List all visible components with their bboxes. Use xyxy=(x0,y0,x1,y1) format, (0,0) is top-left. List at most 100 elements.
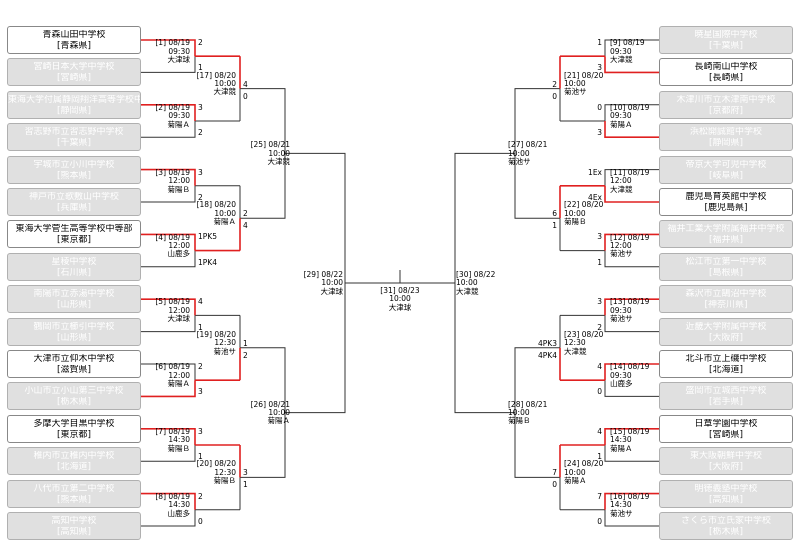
score: 0 xyxy=(597,387,602,397)
team-box[interactable]: 習志野市立習志野中学校[千葉県] xyxy=(7,123,141,152)
match-number: [9] 08/19 xyxy=(610,38,645,48)
match-time: 10:00 xyxy=(389,294,411,304)
team-box[interactable]: 小山市立小山第三中学校[栃木県] xyxy=(7,382,141,411)
score: 3 xyxy=(198,426,203,436)
score: 4 xyxy=(198,297,203,307)
team-box[interactable]: 多摩大学目黒中学校[東京都] xyxy=(7,414,141,443)
match-time: 10:00 xyxy=(564,467,586,477)
match-time: 09:30 xyxy=(610,111,632,121)
match-venue: 菊陽Ｂ xyxy=(167,184,191,194)
match-number: [19] 08/20 xyxy=(196,329,236,339)
match-time: 10:00 xyxy=(564,79,586,88)
match-venue: 菊陽Ｂ xyxy=(167,443,191,453)
team-name: 小山市立小山第三中学校 xyxy=(24,386,124,397)
team-box[interactable]: 神戸市立歌敷山中学校[兵庫県] xyxy=(7,188,141,216)
team-box[interactable]: 南陽市立赤湯中学校[山形県] xyxy=(7,285,141,314)
team-box[interactable]: 八代市立第二中学校[熊本県] xyxy=(7,479,141,508)
score: 4 xyxy=(597,426,602,436)
team-name: 大津市立仰木中学校 xyxy=(33,354,115,364)
match-time: 09:30 xyxy=(168,111,190,121)
team-prefecture: [京都府] xyxy=(708,105,744,116)
match-time: 09:30 xyxy=(168,46,190,56)
team-box[interactable]: 木津川市立木津南中学校[京都府] xyxy=(659,90,793,119)
match-time: 10:00 xyxy=(456,278,478,288)
team-box[interactable]: 福井工業大学附属福井中学校[福井県] xyxy=(659,220,793,249)
match-venue: 大津競 xyxy=(610,55,633,64)
score: 3 xyxy=(597,297,602,307)
score: 2 xyxy=(243,350,248,360)
team-name: 習志野市立習志野中学校 xyxy=(24,127,124,138)
team-box[interactable]: 北斗市立上磯中学校[北海道] xyxy=(659,350,793,378)
team-box[interactable]: 鶴岡市立櫛引中学校[山形県] xyxy=(7,317,141,346)
match-time: 12:00 xyxy=(168,305,190,315)
match-number: [20] 08/20 xyxy=(196,459,236,469)
team-box[interactable]: 東海大学付属静岡翔洋高等学校中等部[静岡県] xyxy=(7,90,141,119)
match-number: [6] 08/19 xyxy=(155,362,190,372)
team-name: 森沢市立鵠沼中学校 xyxy=(685,289,767,300)
team-prefecture: [石川県] xyxy=(56,267,92,278)
team-box[interactable]: 明徳義塾中学校[高知県] xyxy=(659,479,793,508)
team-name: 神戸市立歌敷山中学校 xyxy=(28,192,119,202)
team-box[interactable]: 日章学園中学校[宮崎県] xyxy=(659,414,793,443)
score: 7 xyxy=(552,468,557,478)
team-prefecture: [岐阜県] xyxy=(708,170,744,181)
match-number: [25] 08/21 xyxy=(250,140,290,150)
team-prefecture: [長崎県] xyxy=(708,73,744,84)
match-venue: 山鹿多 xyxy=(167,249,191,259)
team-box[interactable]: 暁星国際中学校[千葉県] xyxy=(659,26,793,54)
team-box[interactable]: 帝京大学可児中学校[岐阜県] xyxy=(659,155,793,184)
match-number: [31] 08/23 xyxy=(380,286,420,295)
team-prefecture: [高知県] xyxy=(708,494,744,505)
match-number: [12] 08/19 xyxy=(610,232,650,242)
team-name: 長崎南山中学校 xyxy=(694,62,758,73)
match-time: 10:00 xyxy=(321,278,343,288)
team-box[interactable]: 鹿児島育英館中学校[鹿児島県] xyxy=(659,188,793,216)
match-time: 14:30 xyxy=(610,500,632,510)
team-box[interactable]: 長崎南山中学校[長崎県] xyxy=(659,58,793,87)
team-box[interactable]: 稚内市立稚内中学校[北海道] xyxy=(7,447,141,476)
score: 3 xyxy=(597,128,602,138)
team-box[interactable]: 星稜中学校[石川県] xyxy=(7,252,141,281)
score: 4PK4 xyxy=(538,350,557,360)
team-box[interactable]: 盛岡市立城西中学校[岩手県] xyxy=(659,382,793,411)
match-number: [5] 08/19 xyxy=(155,297,190,307)
score: 1 xyxy=(243,338,248,348)
match-time: 12:00 xyxy=(610,241,632,250)
team-box[interactable]: 宮崎日本大学中学校[宮崎県] xyxy=(7,58,141,87)
match-venue: 菊池サ xyxy=(610,508,633,518)
match-number: [29] 08/22 xyxy=(303,270,343,279)
team-box[interactable]: 大津市立仰木中学校[滋賀県] xyxy=(7,350,141,378)
score: 1 xyxy=(597,452,602,462)
team-box[interactable]: 浜松開誠館中学校[静岡県] xyxy=(659,123,793,152)
team-box[interactable]: 青森山田中学校[青森県] xyxy=(7,26,141,54)
match-number: [10] 08/19 xyxy=(610,103,650,112)
team-box[interactable]: 松江市立第一中学校[島根県] xyxy=(659,252,793,281)
team-box[interactable]: 近畿大学附属中学校[大阪府] xyxy=(659,317,793,346)
match-number: [23] 08/20 xyxy=(564,329,604,339)
match-venue: 山鹿多 xyxy=(167,508,191,518)
team-box[interactable]: 東大阪朝鮮中学校[大阪府] xyxy=(659,447,793,476)
match-venue: 菊陽Ａ xyxy=(167,379,191,388)
team-name: 鶴岡市立櫛引中学校 xyxy=(33,321,115,332)
team-box[interactable]: 宇城市立小川中学校[熊本県] xyxy=(7,155,141,184)
bracket-lines xyxy=(141,39,659,527)
team-box[interactable]: 森沢市立鵠沼中学校[神奈川県] xyxy=(659,285,793,314)
team-box[interactable]: 高知中学校[高知県] xyxy=(7,512,141,540)
team-box[interactable]: 東海大学菅生高等学校中等部[東京都] xyxy=(7,220,141,249)
match-venue: 山鹿多 xyxy=(610,379,633,388)
team-prefecture: [熊本県] xyxy=(56,494,92,505)
score: 7 xyxy=(597,491,602,501)
match-venue: 菊池サ xyxy=(564,87,587,97)
score: 1 xyxy=(243,480,248,490)
team-name: 南陽市立赤湯中学校 xyxy=(33,289,115,300)
match-time: 14:30 xyxy=(610,435,632,445)
team-prefecture: [千葉県] xyxy=(56,138,92,149)
team-box[interactable]: さくら市立氏家中学校[栃木県] xyxy=(659,512,793,540)
